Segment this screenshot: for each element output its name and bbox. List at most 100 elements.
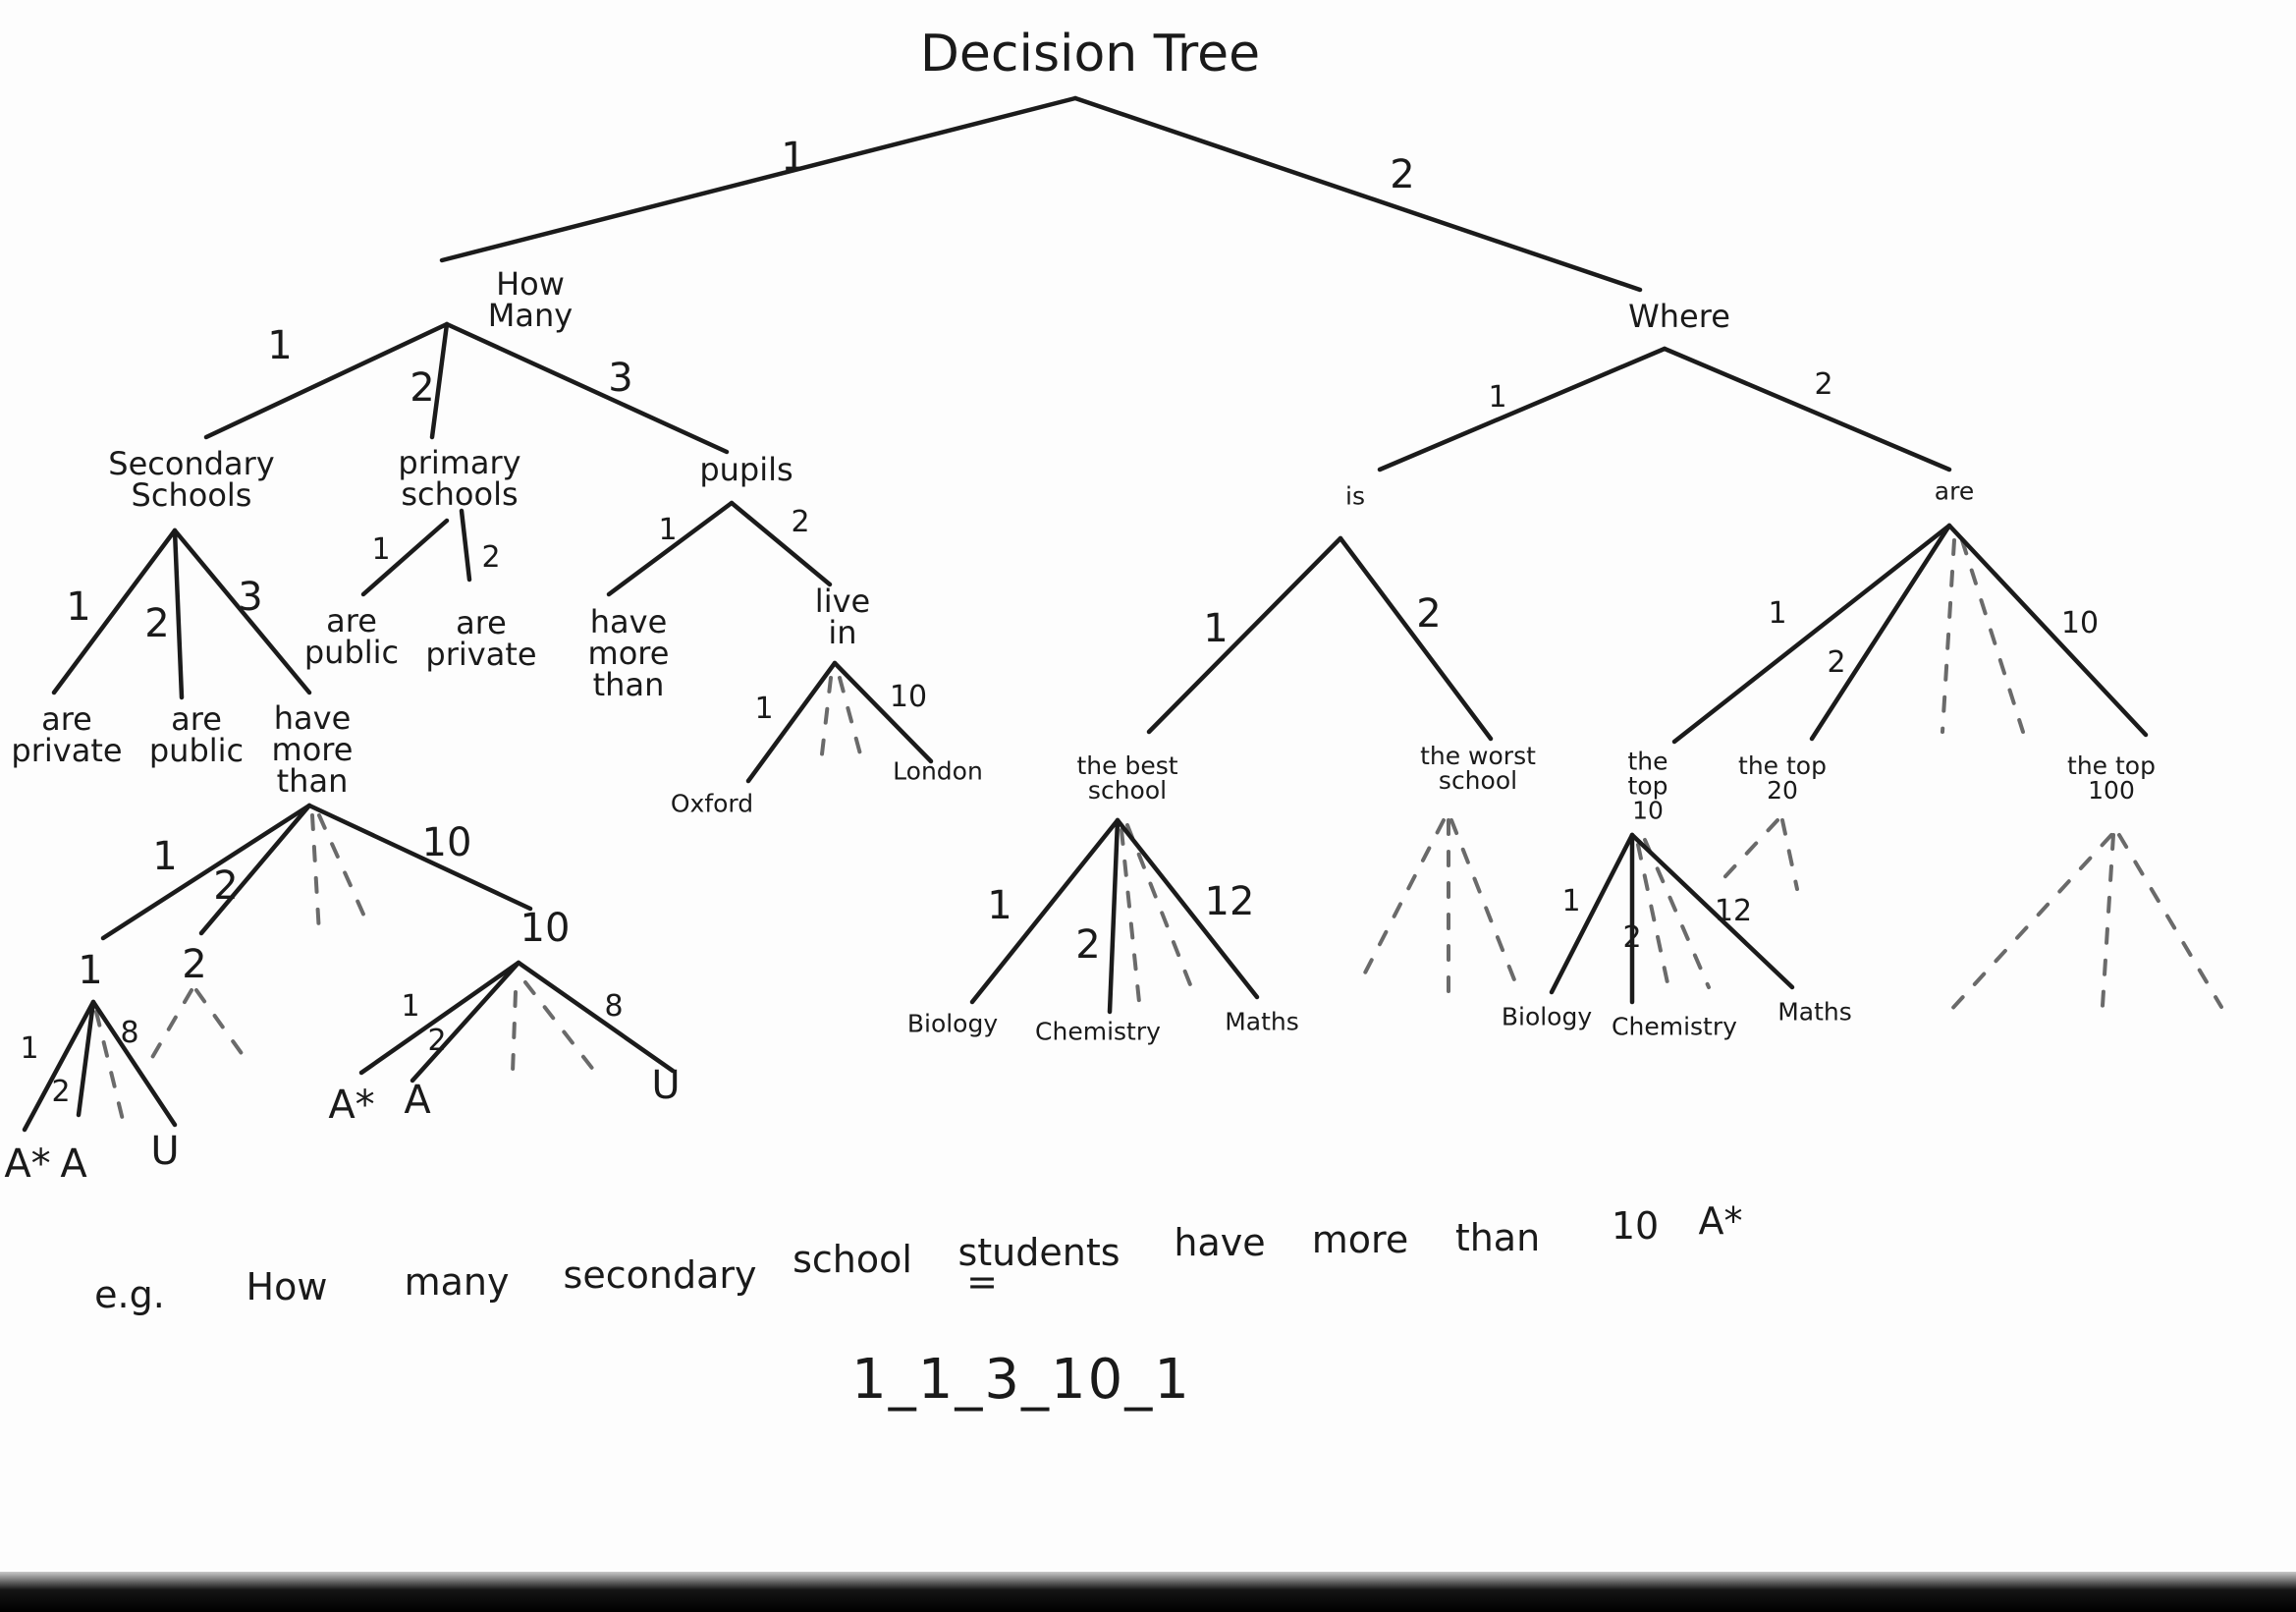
edge-secondary-more xyxy=(172,528,312,695)
edge-secondary-public xyxy=(172,528,185,700)
edge-best-biology xyxy=(969,817,1121,1005)
edge-more-dashed-a xyxy=(310,813,321,935)
photo-bottom-edge xyxy=(0,1572,2296,1612)
example-word-many: many xyxy=(404,1260,510,1304)
edge-secondary-private xyxy=(51,528,178,695)
leaf-best-maths: Maths xyxy=(1225,1007,1299,1036)
edge-label-sub1-2: 2 xyxy=(51,1075,71,1109)
count-node-1: 1 xyxy=(78,948,103,993)
edge-label-secondary-1: 1 xyxy=(66,584,91,630)
edge-live-london xyxy=(832,660,934,764)
leaf-sub10-a: A xyxy=(404,1078,431,1123)
edge-label-is-1: 1 xyxy=(1203,606,1229,651)
edge-is-best xyxy=(1146,535,1343,735)
edge-label-are-10: 10 xyxy=(2060,606,2100,640)
leaf-are-public: are public xyxy=(148,700,245,769)
example-code: 1_1_3_10_1 xyxy=(851,1348,1191,1412)
edge-more-1 xyxy=(100,803,312,941)
edge-live-dashed-b xyxy=(838,676,864,763)
node-top-20: the top 20 xyxy=(1738,751,1827,805)
edge-where-are xyxy=(1662,346,1952,472)
edge-label-pupils-2: 2 xyxy=(791,505,810,539)
edge-sub10-a xyxy=(410,960,521,1084)
edge-sub10-dashed-b xyxy=(523,980,596,1073)
edge-label-primary-1: 1 xyxy=(371,532,391,567)
node-top-100: the top 100 xyxy=(2067,751,2156,805)
leaf-best-biology: Biology xyxy=(906,1009,999,1038)
edge-best-dashed-a xyxy=(1120,828,1141,1004)
edge-sub1-a xyxy=(76,999,96,1118)
leaf-sub1-a: A xyxy=(60,1141,87,1187)
example-word-secondary: secondary xyxy=(563,1253,757,1297)
edge-top10-dashed-b xyxy=(1643,838,1711,989)
edge-live-oxford xyxy=(745,660,838,784)
leaf-oxford: Oxford xyxy=(670,789,754,818)
leaf-are-private: are private xyxy=(11,700,123,769)
edge-worst-dashed-a xyxy=(1358,818,1446,984)
edge-howmany-primary xyxy=(429,321,450,440)
edge-root-howmany xyxy=(439,95,1078,263)
count-node-2: 2 xyxy=(182,942,207,987)
edge-sub2-dashed-a xyxy=(145,988,193,1068)
example-prefix: e.g. xyxy=(94,1273,165,1316)
edge-label-howmany-3: 3 xyxy=(608,356,633,401)
edge-top100-dashed-a xyxy=(1947,833,2113,1014)
edge-where-is xyxy=(1377,346,1667,472)
leaf-sub1-astar: A* xyxy=(4,1141,51,1187)
edge-top20-dashed-a xyxy=(1712,818,1779,891)
edge-are-dashed-a xyxy=(1941,538,1956,734)
edge-pupils-more xyxy=(606,500,735,597)
edge-top100-dashed-c xyxy=(2117,833,2223,1009)
edge-sub1-dashed xyxy=(94,1010,125,1122)
count-node-10: 10 xyxy=(519,906,571,951)
edge-label-are-2: 2 xyxy=(1827,645,1846,680)
edge-sub10-u xyxy=(516,960,676,1074)
edge-are-dashed-b xyxy=(1960,538,2025,734)
edge-worst-dashed-c xyxy=(1449,818,1519,989)
diagram-title: Decision Tree xyxy=(919,25,1261,83)
edge-label-sub1-8: 8 xyxy=(120,1016,139,1050)
edge-label-secondary-3: 3 xyxy=(238,575,263,620)
node-live-in: live in xyxy=(814,583,871,651)
edge-label-more-10: 10 xyxy=(421,820,472,865)
node-how-many: How Many xyxy=(487,265,574,334)
example-equals: = xyxy=(966,1260,998,1304)
example-word-than: than xyxy=(1454,1216,1541,1259)
edge-primary-private xyxy=(459,508,472,583)
edge-label-more-2: 2 xyxy=(213,863,239,909)
edge-sub2-dashed-b xyxy=(194,988,252,1068)
leaf-primary-are-private: are private xyxy=(425,604,537,673)
edge-top10-biology xyxy=(1549,832,1635,995)
edge-label-root-1: 1 xyxy=(781,135,806,180)
edge-label-top10-2: 2 xyxy=(1622,920,1642,955)
edge-sub10-dashed-a xyxy=(511,990,518,1075)
edge-label-where-2: 2 xyxy=(1814,367,1833,402)
edge-more-dashed-b xyxy=(317,813,367,920)
edge-label-top10-12: 12 xyxy=(1714,894,1753,928)
example-word-students: students xyxy=(957,1231,1121,1274)
edge-label-more-1: 1 xyxy=(152,834,178,879)
leaf-sub1-u: U xyxy=(150,1129,180,1174)
edge-label-pupils-1: 1 xyxy=(658,513,678,547)
edge-label-sub10-1: 1 xyxy=(401,989,420,1024)
edge-are-top10 xyxy=(1671,523,1952,745)
node-where: Where xyxy=(1628,298,1730,335)
edge-label-top10-1: 1 xyxy=(1561,884,1581,918)
leaf-top10-chemistry: Chemistry xyxy=(1612,1012,1737,1041)
edge-label-live-10: 10 xyxy=(889,680,928,714)
node-pupils: pupils xyxy=(699,451,793,488)
edge-more-10 xyxy=(306,803,533,912)
node-are: are xyxy=(1934,476,1975,506)
edge-label-best-2: 2 xyxy=(1075,922,1101,968)
edge-primary-public xyxy=(360,518,450,597)
edge-sub1-u xyxy=(90,999,178,1128)
edge-is-worst xyxy=(1338,535,1494,742)
node-have-more-than: have more than xyxy=(271,699,354,800)
node-top-10: the top 10 xyxy=(1627,747,1668,825)
edge-sub1-astar xyxy=(22,999,96,1133)
edge-label-live-1: 1 xyxy=(754,692,774,726)
edge-label-secondary-2: 2 xyxy=(144,601,170,646)
edge-top20-dashed-b xyxy=(1780,818,1799,891)
example-word-more: more xyxy=(1311,1218,1409,1261)
